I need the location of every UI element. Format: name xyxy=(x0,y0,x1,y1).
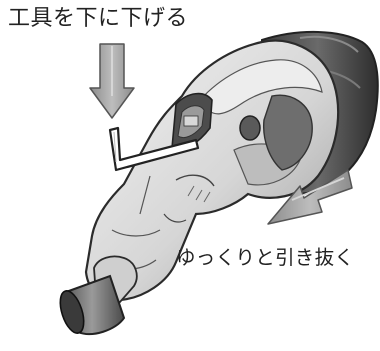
instruction-push-down: 工具を下に下げる xyxy=(8,6,189,31)
instruction-pull-out: ゆっくりと引き抜く xyxy=(176,246,355,269)
chuck-opening xyxy=(171,92,213,150)
nozzle xyxy=(59,255,138,336)
tool-body xyxy=(84,39,340,302)
hex-key xyxy=(108,126,200,172)
pull-arrow-icon xyxy=(267,169,353,225)
down-arrow-icon xyxy=(89,43,135,119)
